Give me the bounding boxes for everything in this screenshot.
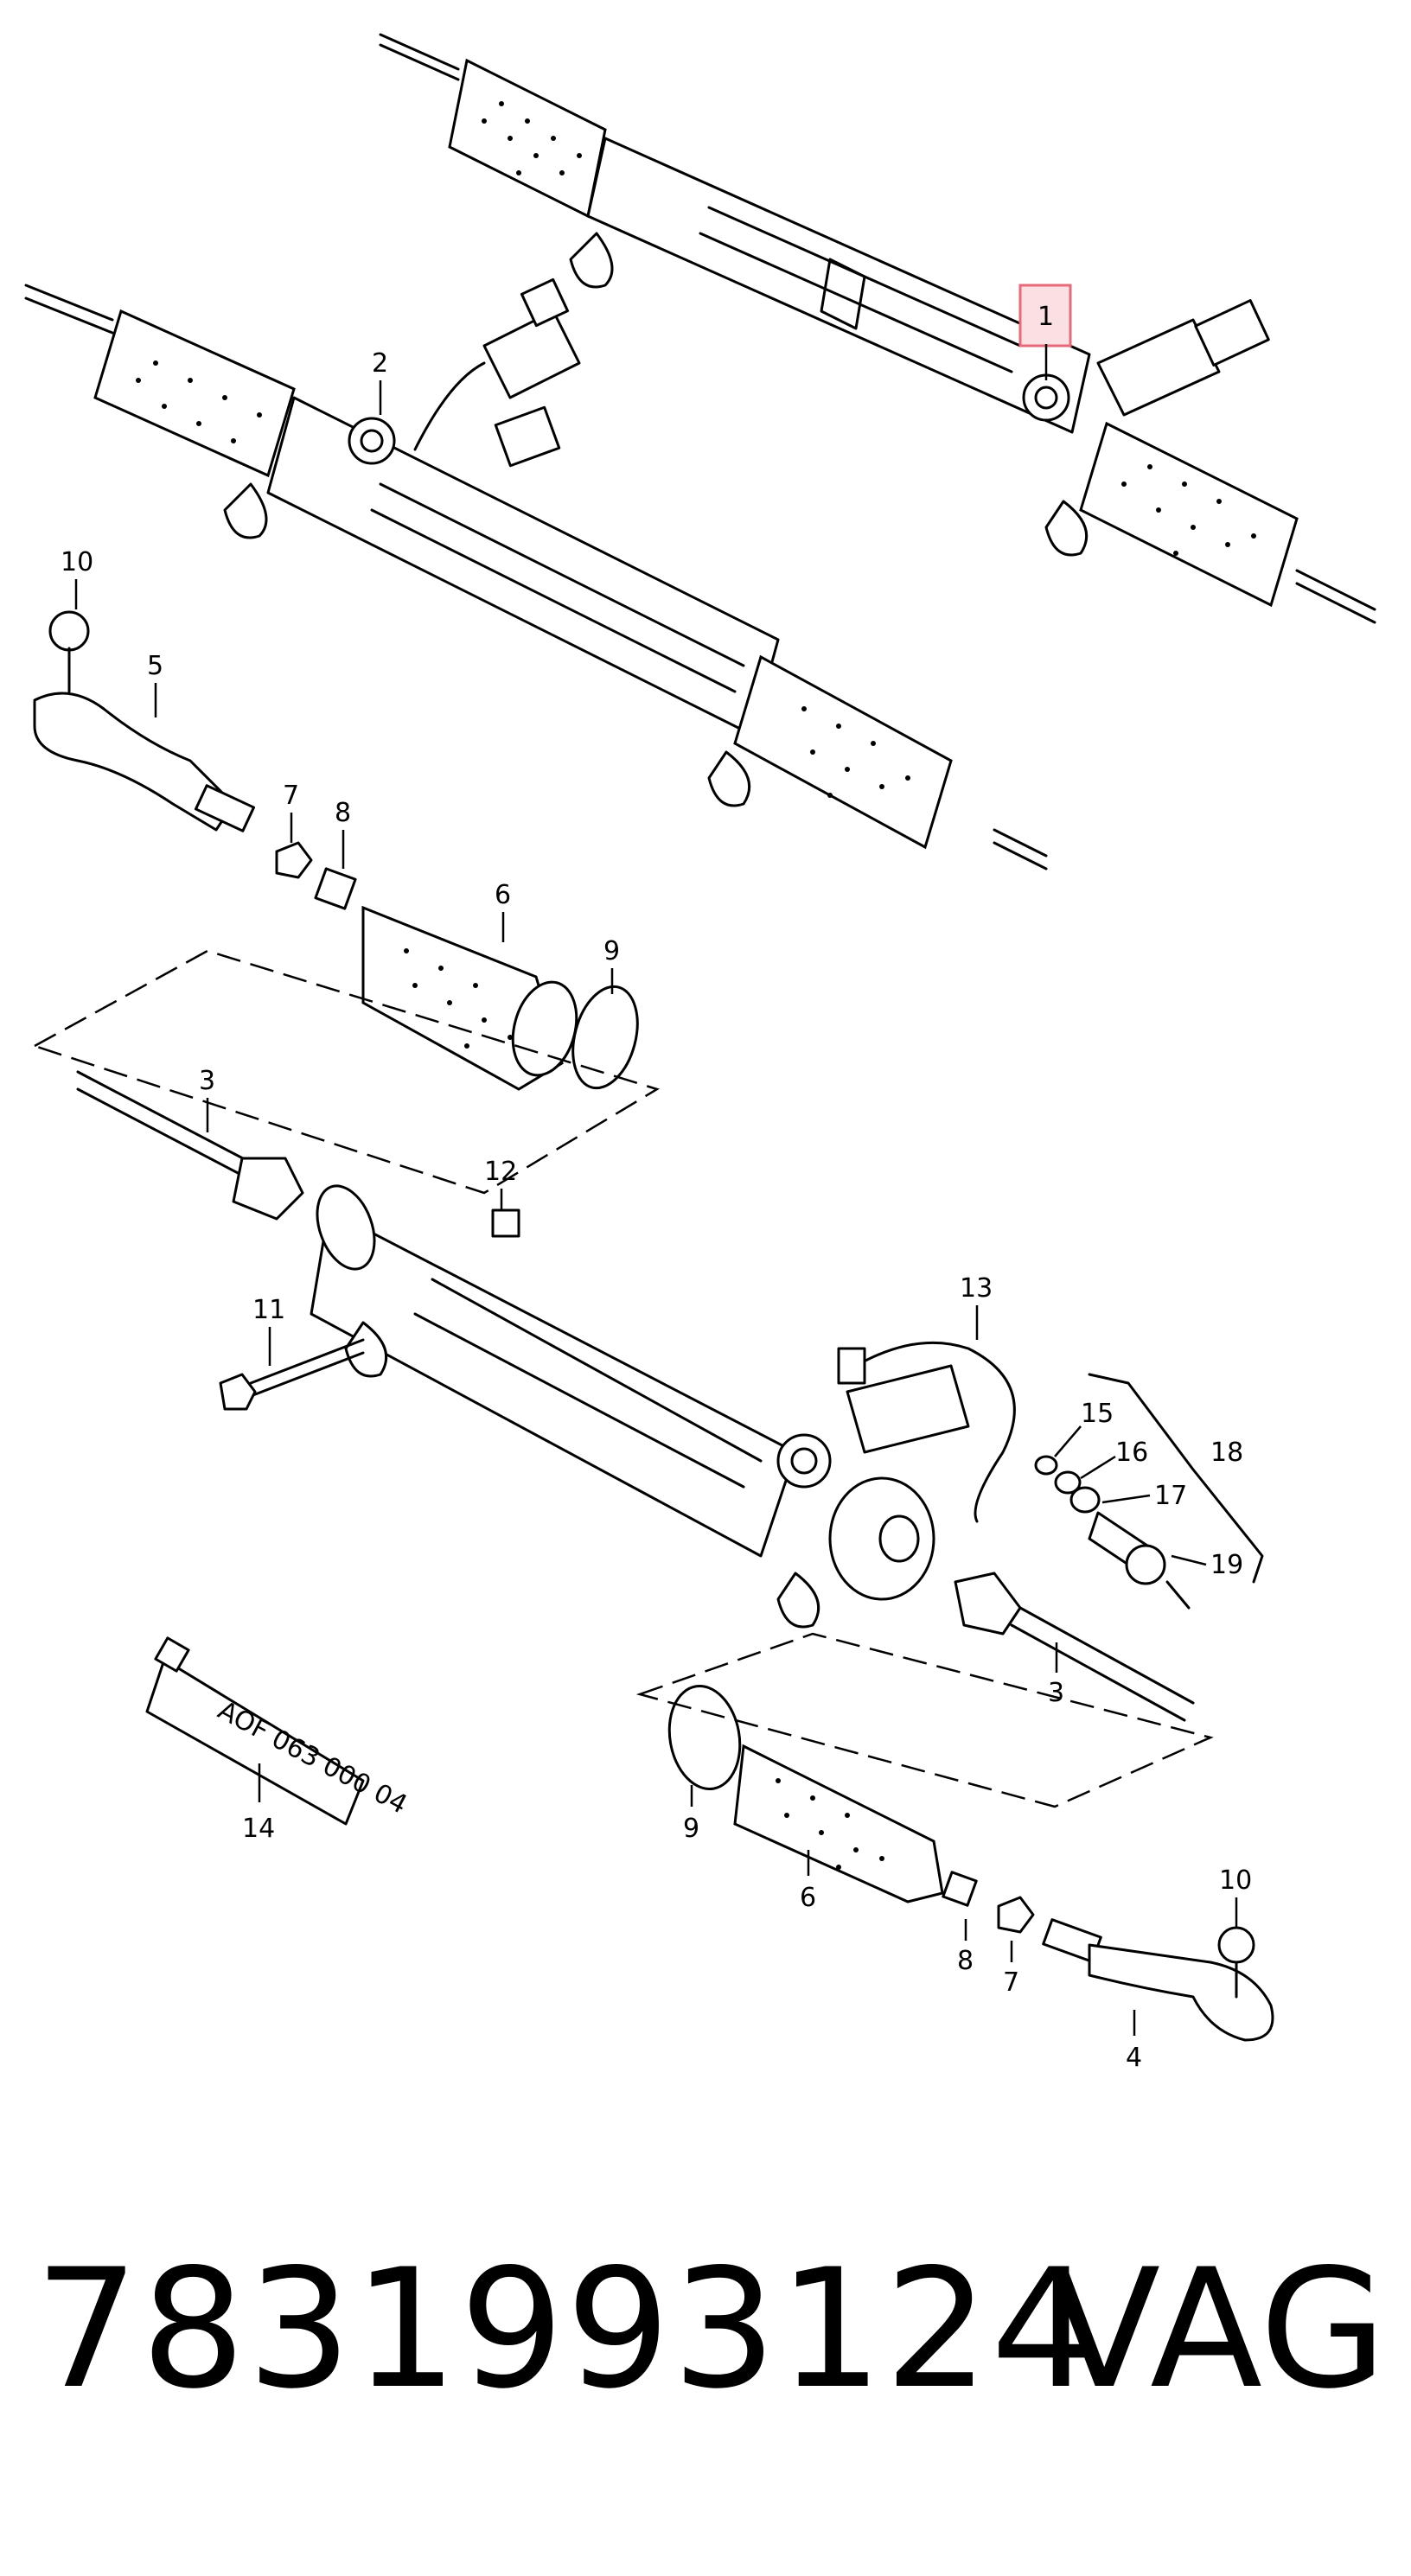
callout-8-right: 8 xyxy=(957,1946,974,1976)
bracket-18 xyxy=(1088,1373,1264,1584)
callout-12: 12 xyxy=(484,1157,517,1187)
steering-rack-assembly-bottom xyxy=(310,1184,1016,1629)
callout-10-right: 10 xyxy=(1219,1865,1252,1896)
dashed-group-right xyxy=(635,1632,1214,1808)
seal-16 xyxy=(1054,1470,1082,1495)
clamp-9-right xyxy=(667,1685,742,1790)
callout-19: 19 xyxy=(1210,1550,1243,1580)
callout-4: 4 xyxy=(1126,2043,1142,2073)
clamp-8-right xyxy=(942,1871,978,1907)
callout-16: 16 xyxy=(1115,1438,1148,1468)
callout-13: 13 xyxy=(960,1273,993,1304)
steering-rack-assembly-second xyxy=(24,277,1048,870)
grease-tube-14: AOF 063 000 04 xyxy=(145,1636,412,1826)
callout-14: 14 xyxy=(242,1814,275,1844)
inner-tie-rod-right xyxy=(954,1572,1195,1722)
callout-1-highlight xyxy=(1018,284,1072,348)
callout-3-right: 3 xyxy=(1048,1678,1064,1708)
seal-17 xyxy=(1069,1486,1101,1514)
clamp-8-left xyxy=(314,867,357,910)
callout-6-right: 6 xyxy=(800,1883,816,1913)
callout-9-right: 9 xyxy=(683,1814,699,1844)
callout-8-left: 8 xyxy=(335,798,351,828)
steering-rack-assembly-top xyxy=(379,33,1376,624)
seal-15 xyxy=(1034,1455,1058,1476)
callout-3-left: 3 xyxy=(199,1066,215,1096)
nut-7-left xyxy=(275,841,313,879)
callout-15: 15 xyxy=(1081,1399,1114,1429)
boot-6-right xyxy=(733,1744,944,1903)
boot-6-left xyxy=(361,905,578,1091)
sensor-valve xyxy=(1088,1511,1191,1610)
callout-7-right: 7 xyxy=(1003,1967,1019,1998)
nut-7-right xyxy=(997,1896,1035,1934)
callout-17: 17 xyxy=(1154,1481,1187,1511)
callout-2: 2 xyxy=(372,348,388,379)
tie-rod-end-left xyxy=(33,610,256,832)
inner-tie-rod-left xyxy=(76,1070,304,1221)
callout-6-left: 6 xyxy=(495,880,511,910)
bolt-11 xyxy=(219,1338,365,1411)
callout-5: 5 xyxy=(147,651,163,681)
tie-rod-end-right xyxy=(1042,1918,1274,2042)
callout-1: 1 xyxy=(1038,302,1054,332)
callout-7-left: 7 xyxy=(283,781,299,811)
part-number: 7831993124 xyxy=(35,2234,1097,2425)
clamp-9-left xyxy=(571,985,639,1090)
brand-name: VAG xyxy=(1048,2234,1387,2425)
callout-18: 18 xyxy=(1210,1438,1243,1468)
callout-9-left: 9 xyxy=(603,936,620,966)
dashed-group-left xyxy=(31,949,661,1195)
callout-10-left: 10 xyxy=(61,547,93,577)
callout-11: 11 xyxy=(252,1295,285,1325)
